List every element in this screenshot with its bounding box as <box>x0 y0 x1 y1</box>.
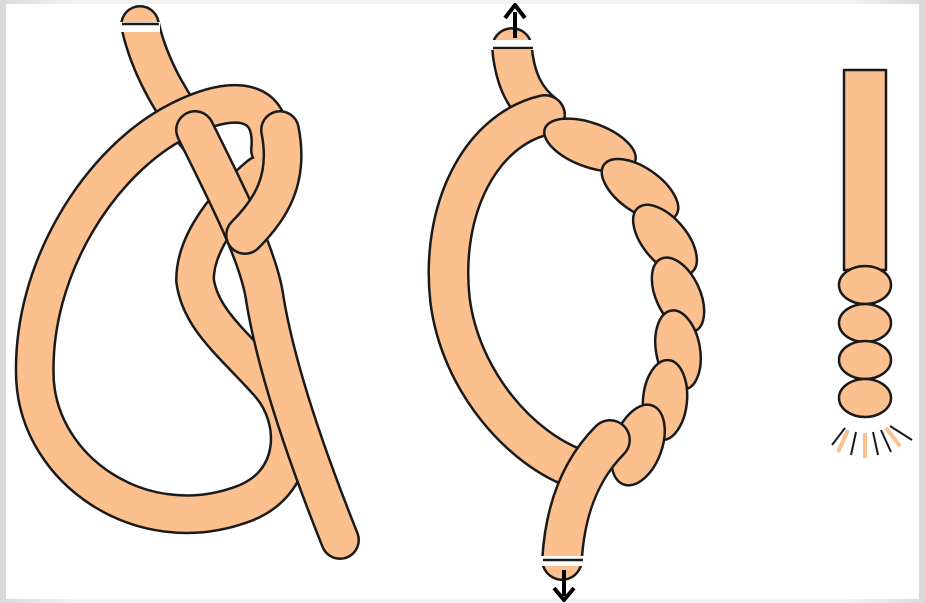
whipping-wraps <box>839 266 891 417</box>
frayed-fibers <box>832 426 912 458</box>
rope-shaft <box>844 70 886 270</box>
overhand-knot-diagram <box>35 22 340 540</box>
twisted-knot-diagram <box>448 5 714 600</box>
whipped-rope-end-diagram <box>832 70 912 458</box>
